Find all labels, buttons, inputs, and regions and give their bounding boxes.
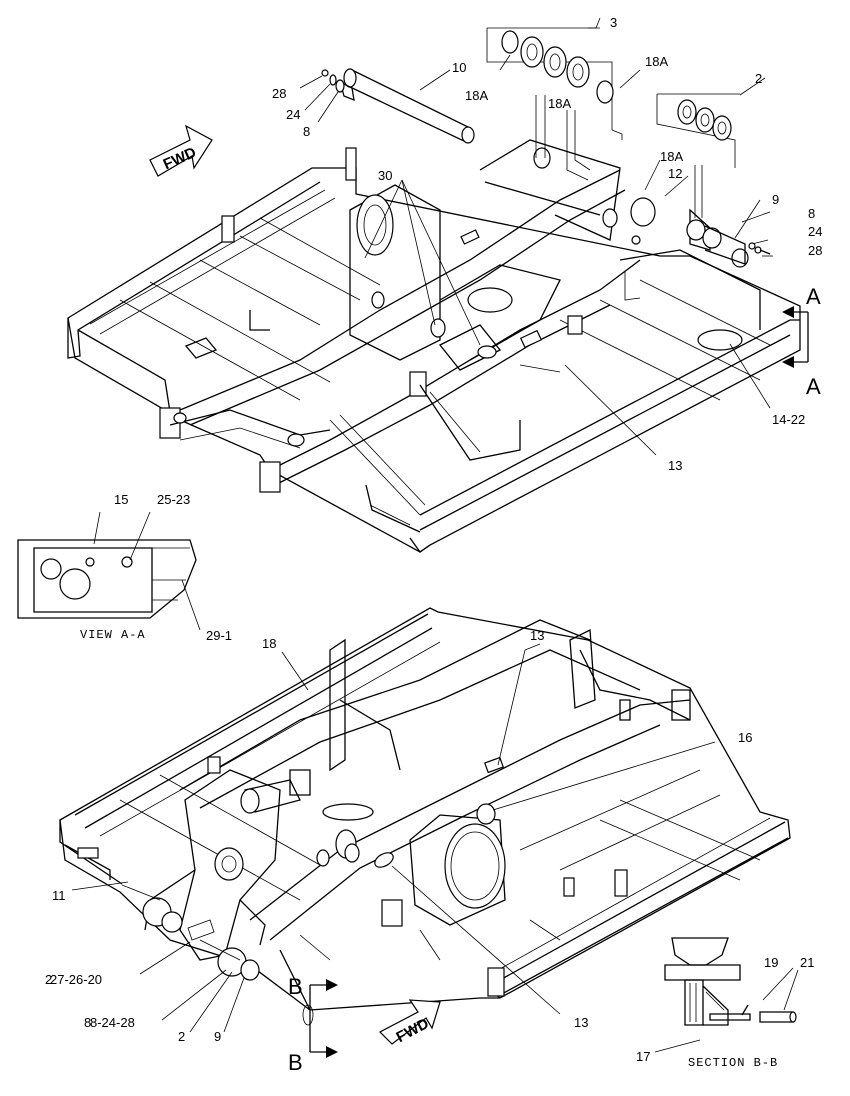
top-callouts: 3 2 10 18A 18A 18A 18A 28 24 8 30 12 9 8… (272, 15, 822, 473)
callout-27-26-20: 27-26-20 (50, 972, 102, 987)
bushing-set-3 (486, 27, 623, 140)
callout-17: 17 (636, 1049, 650, 1064)
callout-9-bottom: 9 (214, 1029, 221, 1044)
fwd-arrow-bottom: FWD (378, 999, 441, 1046)
small-hardware-left (321, 69, 345, 93)
callout-13-lower: 13 (574, 1015, 588, 1030)
callout-21: 21 (800, 955, 814, 970)
callout-19: 19 (764, 955, 778, 970)
section-b-marker (302, 979, 338, 1058)
callout-24-left: 24 (286, 107, 300, 122)
callout-2-bottom: 2 (178, 1029, 185, 1044)
bottom-frame-assembly (59, 607, 791, 1011)
callout-b-2: B (288, 1050, 303, 1075)
bottom-callouts: 18 13 16 11 27-26-20 8-24-28 2 9 13 B B (50, 628, 752, 1075)
callout-8-left: 8 (303, 124, 310, 139)
callout-a-1: A (806, 284, 821, 309)
callout-8-right: 8 (808, 206, 815, 221)
section-b-b-title: SECTION B-B (688, 1056, 778, 1070)
pin-10 (338, 68, 475, 144)
callout-8-24-28: 8-24-28 (90, 1015, 135, 1030)
callout-3: 3 (610, 15, 617, 30)
callout-9: 9 (772, 192, 779, 207)
callout-10: 10 (452, 60, 466, 75)
callout-18a-2: 18A (645, 54, 668, 69)
top-frame-assembly (67, 139, 801, 553)
callout-28-left: 28 (272, 86, 286, 101)
callout-a-2: A (806, 374, 821, 399)
callout-18: 18 (262, 636, 276, 651)
callout-12: 12 (668, 166, 682, 181)
callout-25-23: 25-23 (157, 492, 190, 507)
callout-18a-4: 18A (660, 149, 683, 164)
callout-13-upper: 13 (530, 628, 544, 643)
callout-30: 30 (378, 168, 392, 183)
view-a-a: 15 25-23 29-1 VIEW A-A (17, 492, 232, 643)
view-a-a-title: VIEW A-A (80, 628, 146, 642)
callout-24-right: 24 (808, 224, 822, 239)
cropped-mark-2: 8 (84, 1015, 91, 1030)
partial-marks: 2 8 (45, 972, 91, 1030)
top-leaders (299, 17, 773, 456)
section-b-b: 19 21 17 SECTION B-B (636, 937, 814, 1070)
cropped-mark-1: 2 (45, 972, 52, 987)
callout-13-top: 13 (668, 458, 682, 473)
callout-18a-3: 18A (548, 96, 571, 111)
callout-11: 11 (52, 888, 66, 903)
callout-18a-1: 18A (465, 88, 488, 103)
callout-14-22: 14-22 (772, 412, 805, 427)
callout-28-right: 28 (808, 243, 822, 258)
callout-29-1: 29-1 (206, 628, 232, 643)
bushing-set-2 (656, 93, 740, 168)
bottom-leaders (71, 643, 794, 1053)
callout-16: 16 (738, 730, 752, 745)
fwd-arrow-top: FWD (149, 124, 213, 177)
section-a-marker (782, 306, 809, 368)
callout-2: 2 (755, 71, 762, 86)
callout-b-1: B (288, 974, 303, 999)
callout-15: 15 (114, 492, 128, 507)
fwd-label-top: FWD (161, 144, 199, 173)
bracket-9-top (686, 219, 771, 265)
